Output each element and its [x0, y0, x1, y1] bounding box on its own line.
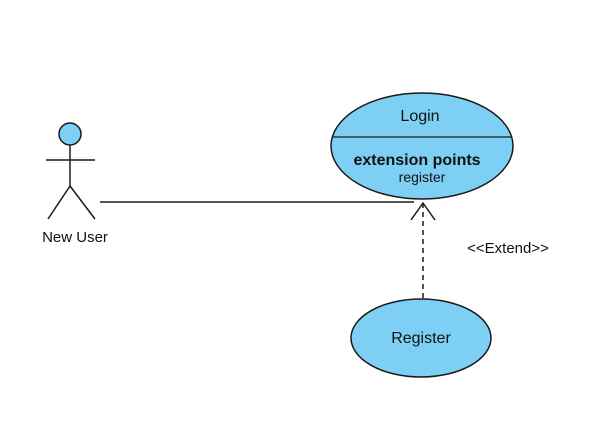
usecase-register[interactable]: Register [350, 298, 492, 378]
extension-point-register: register [399, 169, 446, 185]
register-ellipse [350, 298, 492, 378]
register-title: Register [391, 330, 451, 347]
login-title: Login [400, 108, 439, 125]
actor-right-leg [69, 185, 96, 220]
actor-label: New User [42, 229, 108, 246]
login-ellipse [330, 92, 514, 200]
usecase-login[interactable]: Login extension points register [330, 92, 514, 200]
extend-stereotype-label: <<Extend>> [467, 240, 549, 257]
extension-points-heading: extension points [353, 152, 480, 169]
extend-relationship[interactable]: <<Extend>> [410, 201, 549, 298]
actor-head-icon [58, 122, 82, 146]
actor-left-leg [47, 185, 71, 220]
actor-new-user[interactable]: New User [42, 122, 108, 246]
extend-arrowhead-icon [410, 201, 436, 221]
